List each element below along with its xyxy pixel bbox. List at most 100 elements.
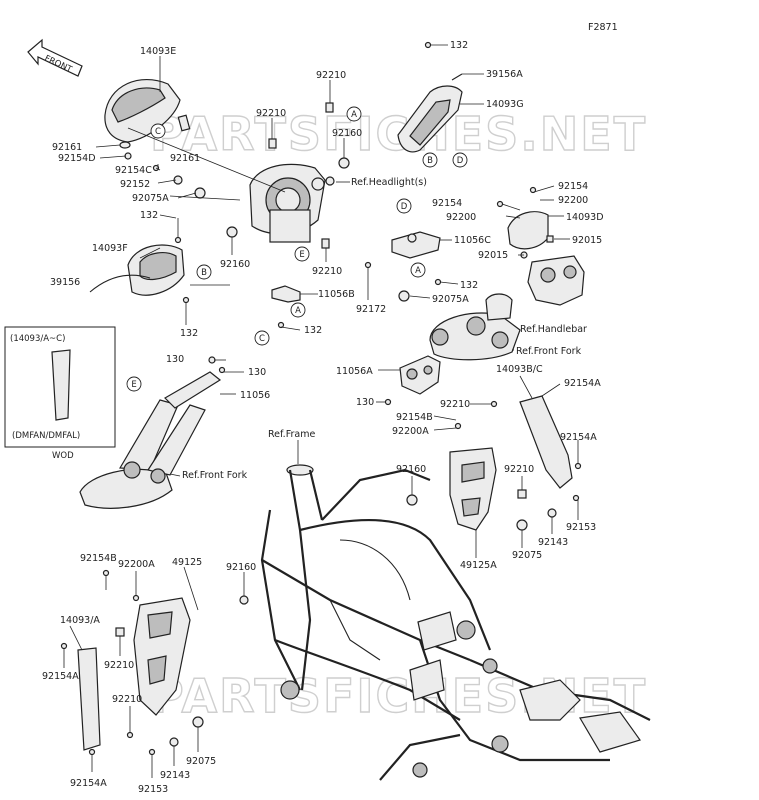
callout-E-2: E: [126, 376, 142, 392]
callout-B-2: B: [196, 264, 212, 280]
watermark-top: PARTSFICHES.NET: [150, 107, 647, 161]
handlebar-clamp: [527, 255, 585, 306]
label-92075A-top: 92075A: [132, 193, 169, 204]
label-92075-r: 92075: [512, 550, 542, 561]
callout-A-1: A: [346, 106, 362, 122]
label-ref-handlebar: Ref.Handlebar: [520, 324, 587, 335]
label-92075A-mid: 92075A: [432, 294, 469, 305]
headlight-cover-14093E: [104, 79, 191, 160]
headlight-housing: [249, 163, 335, 243]
bolt-92154-a: [496, 200, 504, 208]
cover-14093F: [127, 244, 185, 296]
triple-clamp-upper: [429, 293, 521, 361]
label-130-a: 130: [166, 354, 184, 365]
label-39156: 39156: [50, 277, 80, 288]
washer-92015-a: [546, 235, 554, 243]
label-92210-g: 92210: [112, 694, 142, 705]
bolt-92154A-r2: [574, 462, 582, 470]
bracket-49125: [133, 597, 191, 716]
cover-14093G: [397, 73, 463, 153]
bracket-11056A: [399, 355, 441, 395]
label-49125: 49125: [172, 557, 202, 568]
label-11056C: 11056C: [454, 235, 491, 246]
label-92210-a: 92210: [316, 70, 346, 81]
bolt-92154-b: [529, 186, 537, 194]
nut-92210-b: [268, 138, 277, 149]
label-92143-r: 92143: [538, 537, 568, 548]
leader-lines: [63, 44, 579, 778]
bolt-132-topright: [424, 41, 432, 49]
washer-92160-l: [239, 595, 249, 605]
bolt-132-bl: [182, 296, 190, 304]
inset-header: (14093/A~C): [10, 334, 65, 344]
bolt-92200A-l: [132, 594, 140, 602]
label-92160-frame: 92160: [396, 464, 426, 475]
label-11056: 11056: [240, 390, 270, 401]
bolt-92172: [364, 261, 372, 269]
washer-92160-mid: [226, 226, 238, 238]
label-92160-l: 92160: [226, 562, 256, 573]
label-92161-a: 92161: [52, 142, 82, 153]
label-92154A-l2: 92154A: [70, 778, 107, 789]
nut-92210-c: [321, 238, 330, 249]
label-92154C: 92154C: [115, 165, 152, 176]
svg-text:D: D: [457, 156, 464, 166]
grommet-92075A-mid: [398, 290, 410, 302]
bolt-132-r: [434, 278, 442, 286]
nut-92210-a: [325, 102, 334, 113]
svg-text:E: E: [131, 380, 136, 390]
label-92154A-l1: 92154A: [42, 671, 79, 682]
label-14093F: 14093F: [92, 243, 128, 254]
bolt-92154A-l1: [60, 642, 68, 650]
washer-92160-top: [338, 157, 350, 169]
svg-text:A: A: [415, 266, 421, 276]
washer-92143-r: [547, 508, 557, 518]
label-92200A-l: 92200A: [118, 559, 155, 570]
label-14093D: 14093D: [566, 212, 604, 223]
label-ref-headlight: Ref.Headlight(s): [351, 177, 427, 188]
label-92160-top: 92160: [332, 128, 362, 139]
bracket-11056: [164, 371, 222, 409]
bolt-92210-g: [126, 731, 134, 739]
svg-text:D: D: [401, 202, 408, 212]
callout-A-3: A: [290, 302, 306, 318]
callout-E-1: E: [294, 246, 310, 262]
label-39156A: 39156A: [486, 69, 523, 80]
nut-92210-e: [517, 489, 527, 499]
label-92154-a: 92154: [558, 181, 588, 192]
front-arrow-icon: FRONT: [27, 38, 83, 77]
inset-strap: [51, 349, 71, 421]
label-132-bl: 132: [180, 328, 198, 339]
svg-text:E: E: [299, 250, 304, 260]
label-14093BC: 14093B/C: [496, 364, 543, 375]
label-92161-b: 92161: [170, 153, 200, 164]
bolt-92153-l: [148, 748, 156, 756]
label-11056A: 11056A: [336, 366, 373, 377]
label-132-mid: 132: [304, 325, 322, 336]
label-92210-e: 92210: [504, 464, 534, 475]
bolt-92210-d: [490, 400, 498, 408]
washer-92160-frame: [406, 494, 418, 506]
strap-14093A: [77, 647, 101, 751]
inset-footer: (DMFAN/DMFAL): [12, 431, 80, 441]
bolt-92200A-r: [454, 422, 462, 430]
label-92210-d: 92210: [440, 399, 470, 410]
nut-92210-f: [115, 627, 125, 637]
svg-text:C: C: [259, 334, 265, 344]
label-92015-b: 92015: [478, 250, 508, 261]
label-92153-r: 92153: [566, 522, 596, 533]
grommet-92075-l: [192, 716, 204, 728]
bolt-92154A-l2: [88, 748, 96, 756]
label-92210-f: 92210: [104, 660, 134, 671]
label-92200A-r: 92200A: [392, 426, 429, 437]
label-92210-c: 92210: [312, 266, 342, 277]
part-labels: 14093E 92161 92154D 92161 92154C 92152 9…: [42, 40, 604, 795]
callout-C-1: C: [150, 123, 166, 139]
label-92075-l: 92075: [186, 756, 216, 767]
callout-C-2: C: [254, 330, 270, 346]
bolt-92153-r: [572, 494, 580, 502]
inset-box: [4, 326, 116, 448]
grommet-92075A-top: [194, 187, 206, 199]
callout-D-1: D: [452, 152, 468, 168]
